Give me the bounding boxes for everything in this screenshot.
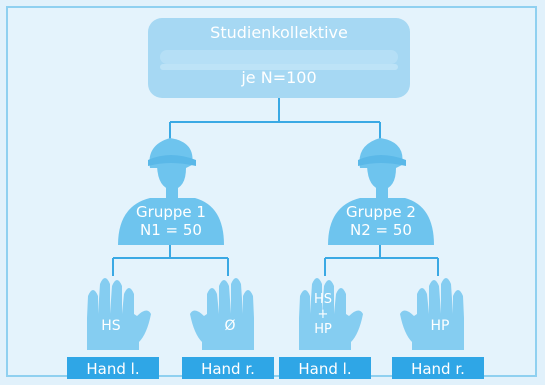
hand-mark: HP: [431, 318, 450, 334]
hand-3: HS+HP Hand l.: [279, 278, 371, 379]
hand-icon: [400, 278, 464, 350]
hand-mark: HS: [314, 292, 332, 307]
top-box-subtitle: je N=100: [240, 68, 316, 87]
tree-connectors: [112, 98, 439, 276]
hand-mark: HS: [101, 318, 121, 334]
hand-4: HP Hand r.: [392, 278, 484, 379]
top-box-title: Studienkollektive: [210, 23, 348, 42]
hand-label: Hand l.: [298, 360, 351, 378]
hand-mark: +: [318, 307, 329, 322]
hand-icon: [299, 278, 363, 350]
group-2-name: Gruppe 2: [346, 203, 416, 221]
group-2-count: N2 = 50: [350, 221, 412, 239]
hand-label-bar: [279, 357, 371, 379]
hand-mark: Ø: [224, 318, 235, 334]
hand-label-bar: [182, 357, 274, 379]
hand-2: Ø Hand r.: [182, 278, 274, 379]
group-1-count: N1 = 50: [140, 221, 202, 239]
hand-label: Hand l.: [86, 360, 139, 378]
hand-label-bar: [67, 357, 159, 379]
group-2-figure: Gruppe 2 N2 = 50: [328, 138, 434, 245]
hand-icon: [87, 278, 151, 350]
hand-icon: [190, 278, 254, 350]
group-1-name: Gruppe 1: [136, 203, 206, 221]
hand-label: Hand r.: [411, 360, 465, 378]
group-1-figure: Gruppe 1 N1 = 50: [118, 138, 224, 245]
top-box: Studienkollektive je N=100: [148, 18, 410, 98]
hand-1: HS Hand l.: [67, 278, 159, 379]
hand-mark: HP: [314, 322, 332, 337]
hand-label: Hand r.: [201, 360, 255, 378]
hand-label-bar: [392, 357, 484, 379]
